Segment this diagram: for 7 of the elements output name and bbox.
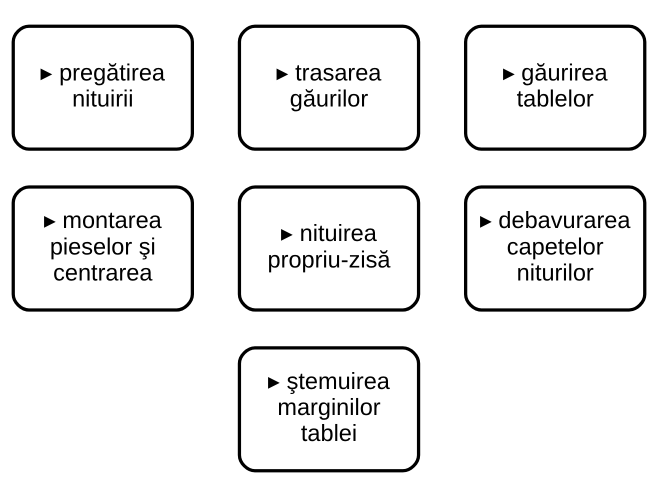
node-box: ▸ trasarea găurilor xyxy=(238,24,420,151)
node-box: ▸ pregătirea nituirii xyxy=(12,24,194,151)
node-box: ▸ găurirea tablelor xyxy=(464,24,646,151)
node-box: ▸ nituirea propriu-zisă xyxy=(238,185,420,312)
node-box: ▸ montarea pieselor şi centrarea xyxy=(12,185,194,312)
node-box: ▸ debavurarea capetelor niturilor xyxy=(464,185,646,312)
node-box: ▸ ştemuirea marginilor tablei xyxy=(238,346,420,472)
